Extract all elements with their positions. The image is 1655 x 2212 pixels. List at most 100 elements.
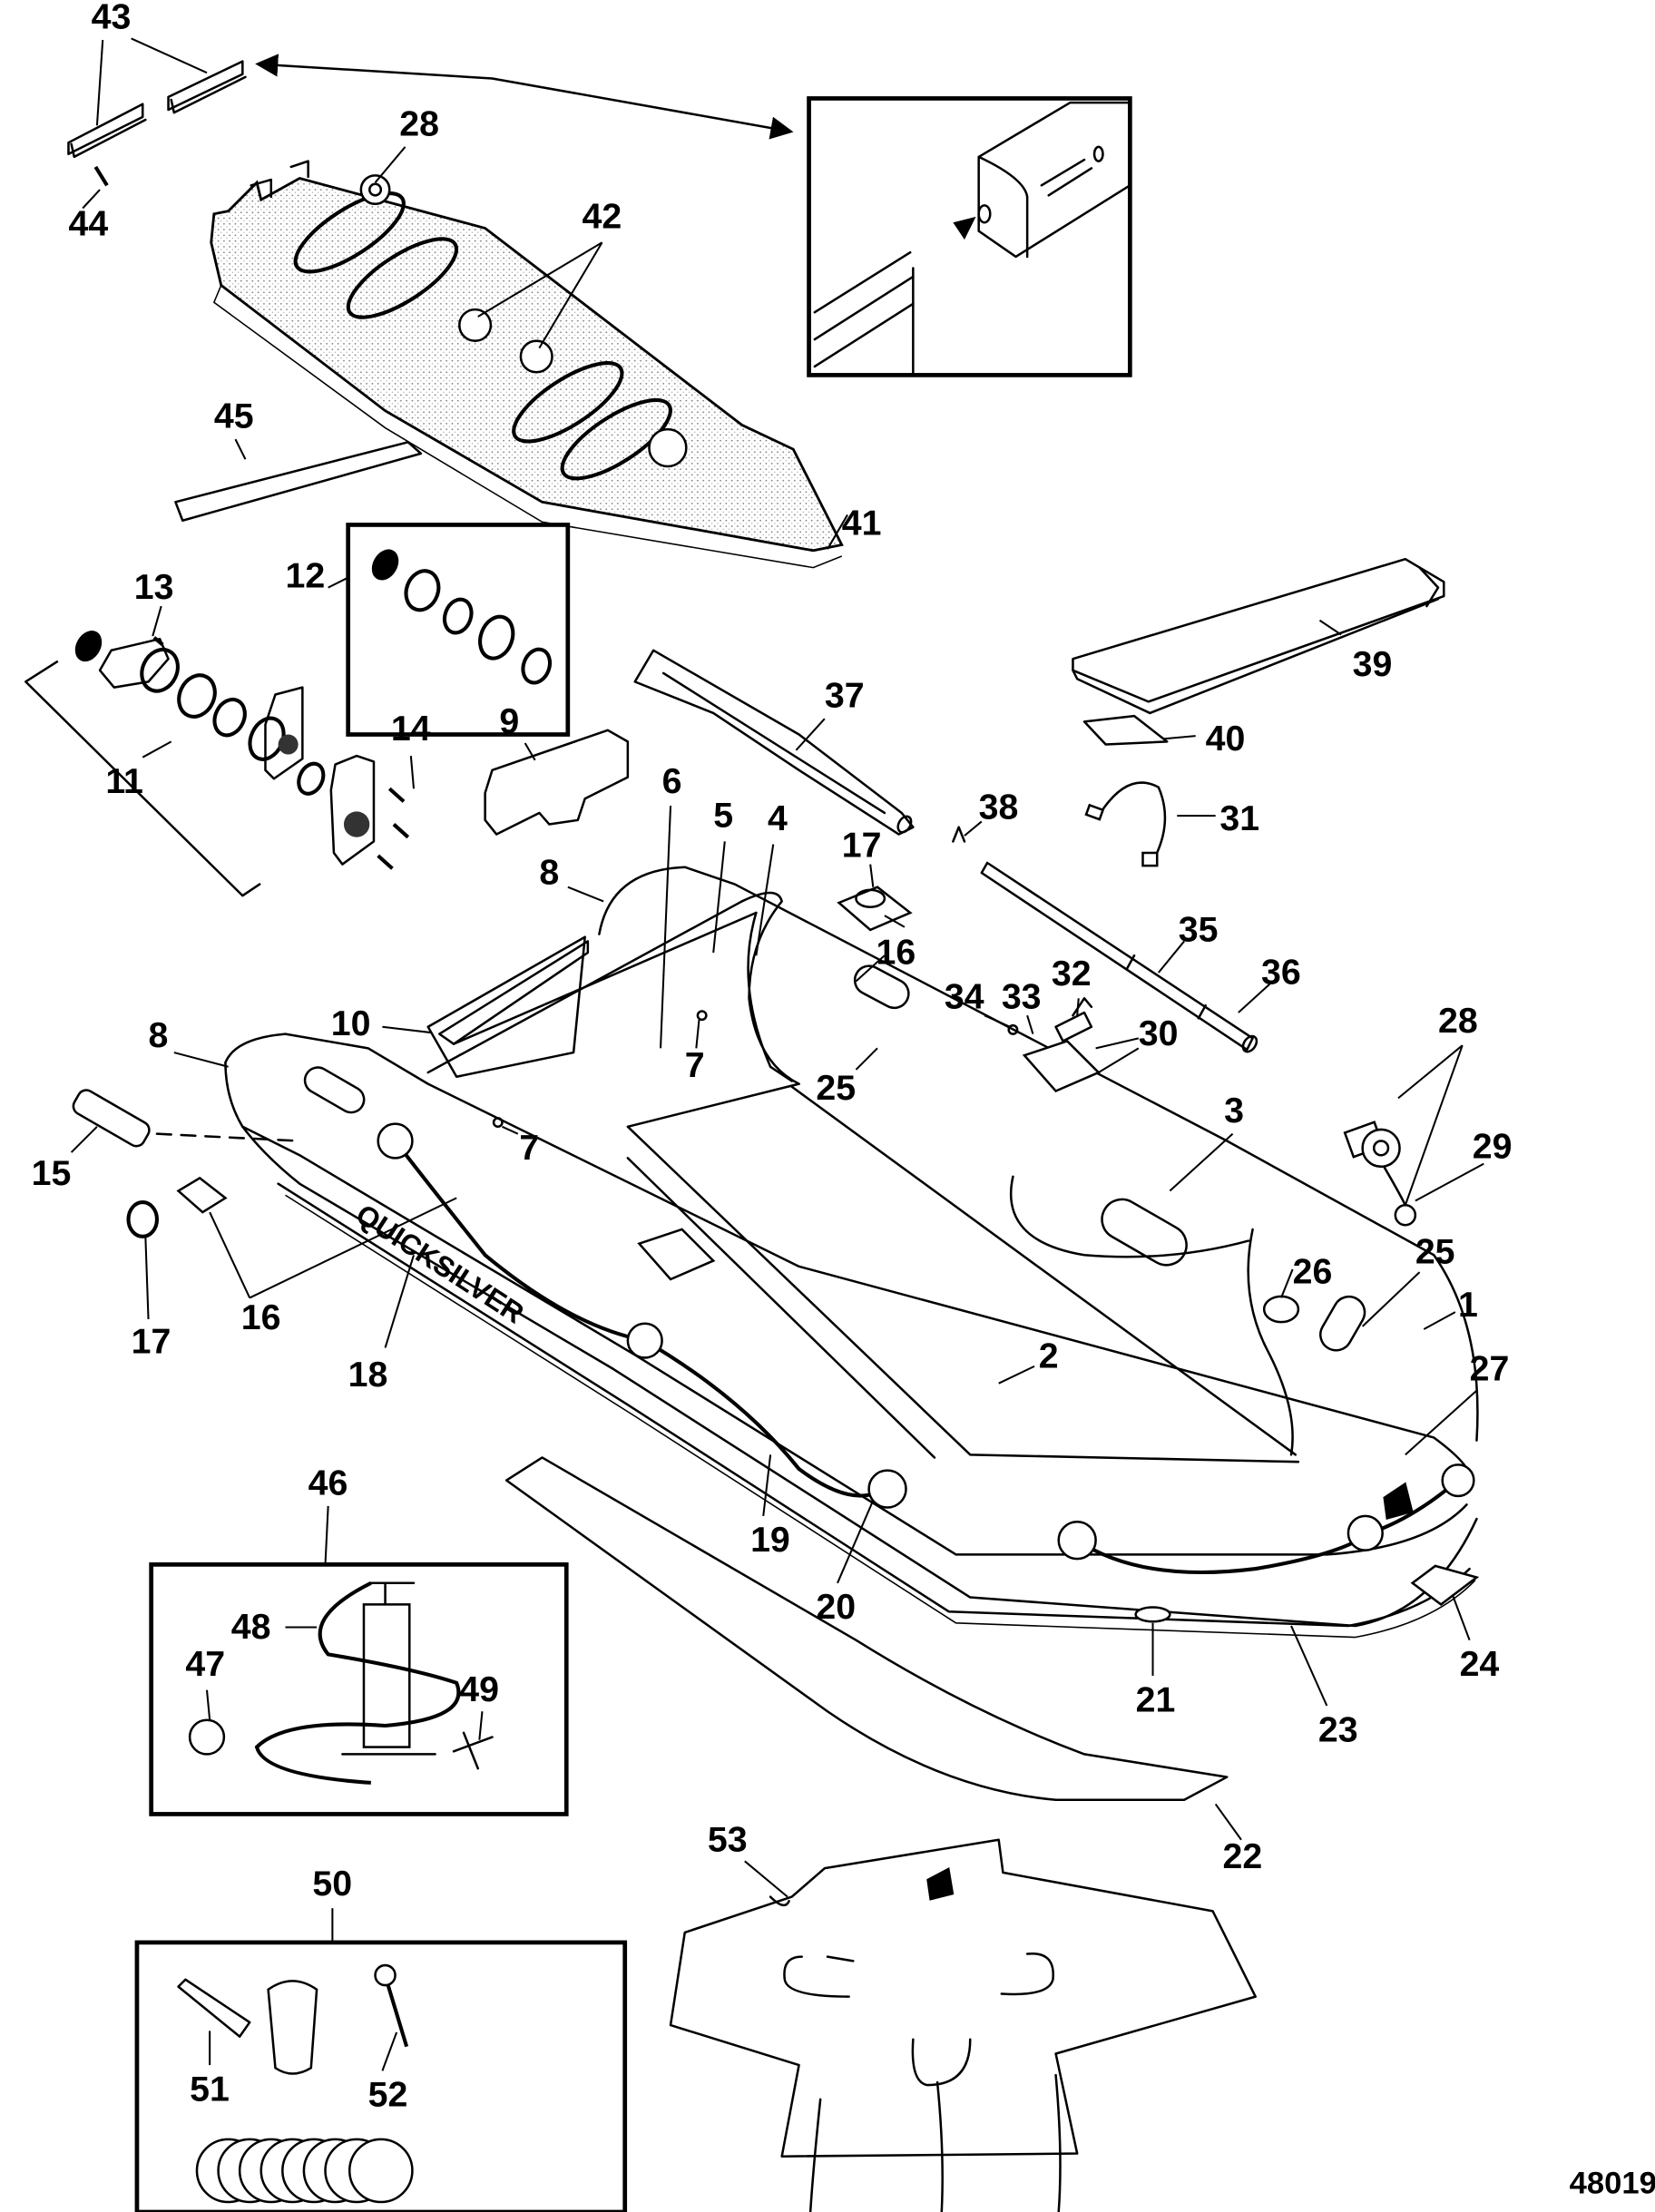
leader-13 bbox=[152, 605, 162, 637]
drain-assembly bbox=[24, 605, 416, 897]
callout-tow-ring: 21 bbox=[1136, 1679, 1176, 1719]
lifeline-rope-bow bbox=[1076, 1479, 1460, 1575]
oar-blade-shape bbox=[633, 649, 915, 836]
shaft-joint bbox=[1125, 954, 1136, 970]
callout-floor-fittings: 42 bbox=[583, 197, 622, 237]
callout-transom-plate: 10 bbox=[331, 1003, 371, 1043]
transom-pad-icon bbox=[740, 891, 800, 1085]
callout-oarlock-assembly: 30 bbox=[1139, 1013, 1179, 1053]
callout-transom-board: 6 bbox=[662, 761, 682, 801]
leader-39 bbox=[1318, 619, 1342, 636]
callout-pump-kit: 46 bbox=[308, 1463, 348, 1502]
boat-cover-icon bbox=[669, 1838, 1257, 2158]
leader-43a bbox=[95, 39, 104, 126]
drain-grille-icon bbox=[343, 811, 370, 837]
drain-flange-icon bbox=[98, 637, 170, 689]
lifeline-eyelet-icon bbox=[867, 1469, 907, 1509]
leader-18 bbox=[384, 1254, 415, 1348]
callout-pump: 48 bbox=[231, 1607, 271, 1647]
carry-handle-icon bbox=[1319, 1295, 1366, 1352]
drain-plate-icon bbox=[264, 686, 304, 780]
lanyard-end bbox=[1084, 803, 1105, 821]
leader-12 bbox=[328, 576, 349, 589]
leader-16b2 bbox=[249, 1197, 457, 1299]
transom-plate-icon bbox=[426, 935, 586, 1079]
stringer-left bbox=[67, 103, 144, 156]
stringer-socket bbox=[977, 204, 992, 224]
leader-30b bbox=[1098, 1047, 1140, 1073]
o-ring-icon bbox=[177, 673, 217, 719]
leader-42a bbox=[477, 241, 603, 318]
callout-rub-strake: 23 bbox=[1318, 1709, 1358, 1749]
leader-3 bbox=[1169, 1132, 1234, 1192]
glue-tube-icon bbox=[177, 1978, 251, 2038]
callout-seat-bracket: 40 bbox=[1206, 719, 1246, 759]
floor-fitting-icon bbox=[519, 339, 553, 374]
leader-37 bbox=[795, 718, 826, 751]
leader-27 bbox=[1405, 1389, 1478, 1456]
callout-tube-end-cone-right: 8 bbox=[539, 853, 559, 893]
leader-10 bbox=[382, 1025, 431, 1034]
screw-icon bbox=[377, 854, 394, 870]
o-ring-icon bbox=[140, 647, 180, 693]
floor-edge-curve bbox=[1009, 1175, 1250, 1258]
pump-kit-frame bbox=[149, 1562, 569, 1816]
callout-decal-quicksilver: 18 bbox=[348, 1355, 388, 1395]
transom-edges bbox=[426, 900, 758, 1074]
leader-7a bbox=[695, 1019, 700, 1049]
leader-28b bbox=[1404, 1044, 1464, 1206]
callout-oarlock-pin: 32 bbox=[1052, 954, 1092, 993]
inflatable-floor bbox=[210, 146, 848, 569]
diagram-number: 48019 bbox=[1570, 2167, 1655, 2201]
lanyard-icon bbox=[1097, 781, 1167, 857]
callout-lifeline: 19 bbox=[750, 1520, 790, 1560]
floor-fitting-icon bbox=[458, 308, 493, 342]
callout-oar-shaft: 35 bbox=[1179, 909, 1219, 949]
leader-15 bbox=[70, 1126, 98, 1153]
cover-straps bbox=[808, 2073, 1062, 2212]
callout-glue-tube: 51 bbox=[190, 2069, 230, 2109]
valve-kit-frame bbox=[346, 523, 571, 737]
o-ring-icon bbox=[212, 697, 247, 738]
valve-wrench-icon bbox=[374, 1963, 397, 1987]
stringer-slot bbox=[1040, 158, 1086, 187]
callout-repair-kit: 50 bbox=[312, 1864, 352, 1904]
oar-shaft bbox=[980, 861, 1271, 1053]
glue-cup-icon bbox=[267, 1980, 318, 2075]
screw-icon bbox=[392, 823, 410, 839]
callout-hull-tube: 1 bbox=[1458, 1285, 1478, 1325]
callout-lifeline-eyelet: 20 bbox=[816, 1587, 856, 1627]
leader-53 bbox=[744, 1860, 788, 1898]
pump-kit bbox=[149, 1505, 569, 1816]
leader-46 bbox=[324, 1505, 329, 1565]
callout-d-ring-patch-side: 16 bbox=[241, 1297, 281, 1337]
leader-7b bbox=[502, 1125, 519, 1135]
oar-shaft-icon bbox=[980, 861, 1254, 1052]
stringer-right bbox=[167, 60, 244, 112]
lifeline-eyelet-icon bbox=[1441, 1463, 1475, 1498]
leader-17b bbox=[144, 1238, 150, 1320]
o-ring-icon bbox=[521, 647, 553, 685]
drain-grille-icon bbox=[278, 734, 299, 755]
leader-16b bbox=[209, 1211, 251, 1298]
callout-pump-adapter: 49 bbox=[459, 1669, 499, 1709]
bow-valve-icon bbox=[1262, 1295, 1300, 1324]
leader-52 bbox=[381, 2031, 398, 2071]
callout-transom-cap: 5 bbox=[713, 796, 733, 836]
detail-inset-frame bbox=[807, 96, 1132, 377]
leader-16a2 bbox=[884, 915, 906, 928]
loose-parts-left bbox=[72, 1089, 301, 1238]
leader-2 bbox=[998, 1365, 1035, 1385]
floor-valve-core bbox=[367, 182, 383, 197]
callout-oar-blade: 37 bbox=[825, 676, 865, 716]
callout-transom-pad: 4 bbox=[768, 798, 788, 838]
repair-kit bbox=[134, 1908, 628, 2212]
floor-valve-icon bbox=[359, 174, 391, 206]
lanyard-end bbox=[1141, 851, 1159, 867]
callout-carry-handle-center: 3 bbox=[1224, 1091, 1244, 1130]
d-ring-patch-icon bbox=[176, 1176, 228, 1214]
boat-cover bbox=[669, 1838, 1257, 2212]
keel-guard bbox=[504, 1456, 1242, 1841]
valve-wrench-shaft bbox=[386, 1984, 409, 2048]
leader-25b bbox=[1361, 1271, 1421, 1327]
